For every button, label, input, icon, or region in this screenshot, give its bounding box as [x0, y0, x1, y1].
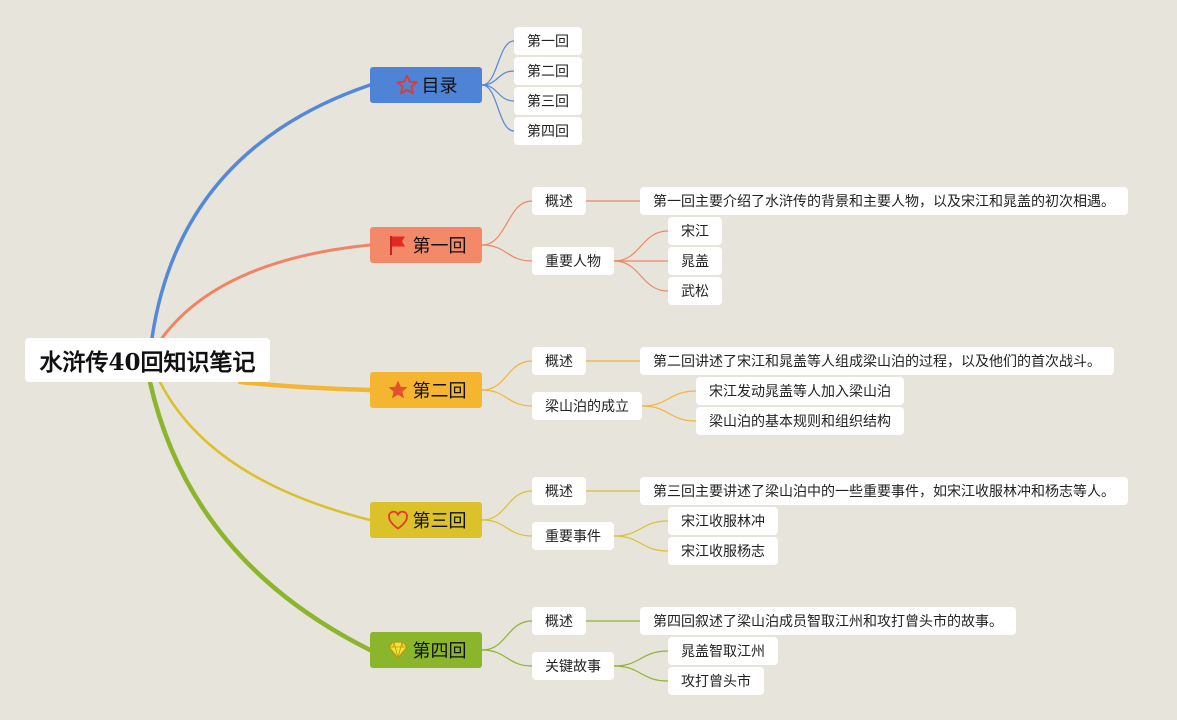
detail-node[interactable]: 第一回主要介绍了水浒传的背景和主要人物，以及宋江和晁盖的初次相遇。 [640, 187, 1128, 215]
detail-node[interactable]: 第二回讲述了宋江和晁盖等人组成梁山泊的过程，以及他们的首次战斗。 [640, 347, 1114, 375]
diamond-icon [386, 638, 410, 662]
branch-connector [481, 84, 515, 102]
star-outline-icon [395, 73, 419, 97]
root-connector [237, 379, 373, 393]
detail-node[interactable]: 第四回叙述了梁山泊成员智取江州和攻打曾头市的故事。 [640, 607, 1016, 635]
detail-node[interactable]: 第三回主要讲述了梁山泊中的一些重要事件，如宋江收服林冲和杨志等人。 [640, 477, 1128, 505]
detail-node[interactable]: 攻打曾头市 [668, 667, 764, 695]
topic-label: 第四回 [412, 641, 467, 662]
detail-node[interactable]: 宋江收服林冲 [668, 507, 778, 535]
topic-chapter-2[interactable]: 第二回 [370, 372, 482, 408]
root-label: 水浒传40回知识笔记 [39, 349, 256, 376]
topic-contents[interactable]: 目录 [370, 67, 482, 103]
branch-connector [481, 649, 533, 667]
branch-connector [481, 70, 515, 86]
detail-node[interactable]: 晁盖 [668, 247, 722, 275]
root-connector [160, 243, 372, 340]
branch-connector [613, 665, 669, 682]
branch-connector [613, 520, 669, 537]
topic-label: 第三回 [412, 511, 467, 532]
subtopic-node[interactable]: 梁山泊的成立 [532, 392, 642, 420]
leaf-node[interactable]: 第二回 [514, 57, 582, 85]
detail-node[interactable]: 宋江 [668, 217, 722, 245]
subtopic-node[interactable]: 重要事件 [532, 522, 614, 550]
subtopic-node[interactable]: 概述 [532, 607, 586, 635]
root-connector [147, 379, 373, 653]
leaf-node[interactable]: 第一回 [514, 27, 582, 55]
branch-connector [613, 230, 669, 262]
topic-label: 目录 [421, 76, 458, 97]
subtopic-node[interactable]: 概述 [532, 347, 586, 375]
branch-connector [481, 360, 533, 391]
branch-connector [481, 84, 515, 132]
branch-connector [613, 260, 669, 292]
branch-connector [613, 535, 669, 552]
leaf-node[interactable]: 第四回 [514, 117, 582, 145]
branch-connector [641, 390, 697, 407]
flag-icon [386, 233, 410, 257]
branch-connector [481, 490, 533, 521]
root-connector [150, 83, 372, 340]
branch-connector [481, 40, 515, 86]
branch-connector [613, 650, 669, 667]
branch-connector [641, 405, 697, 422]
detail-node[interactable]: 武松 [668, 277, 722, 305]
branch-connector [481, 620, 533, 651]
subtopic-node[interactable]: 重要人物 [532, 247, 614, 275]
topic-chapter-3[interactable]: 第三回 [370, 502, 482, 538]
subtopic-node[interactable]: 关键故事 [532, 652, 614, 680]
topic-chapter-4[interactable]: 第四回 [370, 632, 482, 668]
branch-connector [481, 389, 533, 407]
detail-node[interactable]: 宋江发动晁盖等人加入梁山泊 [696, 377, 904, 405]
star-filled-icon [386, 378, 410, 402]
heart-icon [386, 508, 410, 532]
branch-connector [481, 200, 533, 246]
root-topic[interactable]: 水浒传40回知识笔记 [25, 338, 270, 382]
root-connector [158, 380, 372, 522]
topic-label: 第二回 [412, 381, 467, 402]
branch-connector [481, 519, 533, 537]
branch-connector [481, 244, 533, 262]
topic-chapter-1[interactable]: 第一回 [370, 227, 482, 263]
leaf-node[interactable]: 第三回 [514, 87, 582, 115]
subtopic-node[interactable]: 概述 [532, 187, 586, 215]
topic-label: 第一回 [412, 236, 467, 257]
detail-node[interactable]: 晁盖智取江州 [668, 637, 778, 665]
detail-node[interactable]: 宋江收服杨志 [668, 537, 778, 565]
subtopic-node[interactable]: 概述 [532, 477, 586, 505]
detail-node[interactable]: 梁山泊的基本规则和组织结构 [696, 407, 904, 435]
